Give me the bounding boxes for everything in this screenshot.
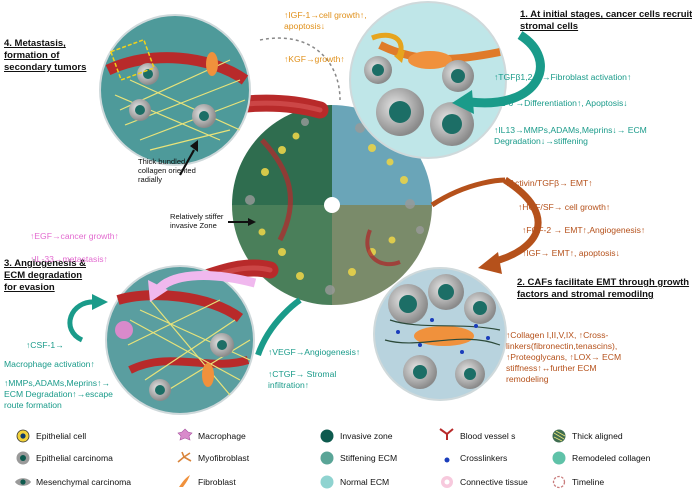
stage4-title-line2: formation of (4, 50, 60, 61)
collagen-label-line1: ↑Collagen I,II,V,IX, ↑Cross- (506, 330, 609, 340)
thick-collagen-note-line1: Thick bundled (138, 157, 186, 166)
il33-label: ↑IL-33→metastasis↑ (30, 254, 108, 264)
tgf-label: ↑TGFβ1,2,3 →Fibroblast activation↑ (494, 72, 632, 82)
legend-label-normal-ecm: Normal ECM (340, 477, 390, 487)
stage4-title-line1: 4. Metastasis, (4, 38, 66, 49)
collagen-label-line4: stiffness↑↔further ECM (506, 363, 597, 373)
invasive-zone-icon (320, 429, 334, 443)
stage1-title: 1. At initial stages, cancer cells recru… (520, 9, 692, 33)
timeline-icon (552, 475, 566, 489)
legend-label-epithelial-carcinoma: Epithelial carcinoma (36, 453, 113, 463)
collagen-label-line2: linkers(fibronectin,tenascins), (506, 341, 618, 351)
egf-label: ↑EGF→cancer growth↑ (30, 231, 119, 241)
stage4-circle (99, 14, 251, 166)
connective-tissue-icon (441, 476, 453, 488)
mmps-label-line2: ECM Degradation↑→escape (4, 389, 113, 399)
blood-vessel-icon (439, 428, 454, 440)
stage4-title: 4. Metastasis, formation of secondary tu… (4, 38, 86, 74)
fgf2-label: ↑FGF-2 → EMT↑,Angiogenesis↑ (522, 225, 646, 235)
stage3-title: 3. Angiogenesis & ECM degradation for ev… (4, 258, 86, 294)
stage1-circle (349, 1, 507, 159)
stage3-title-line2: ECM degradation (4, 270, 83, 281)
igf1-label-line2: apoptosis↓ (284, 21, 326, 31)
stage1-title-line1: 1. At initial stages, cancer cells recru… (520, 9, 692, 20)
stage3-circle (105, 265, 255, 415)
crosslinkers-icon (444, 457, 450, 463)
normal-ecm-icon (320, 475, 334, 489)
legend-label-invasive-zone: Invasive zone (340, 431, 393, 441)
remodeled-collagen-icon (552, 451, 566, 465)
legend-label-remodeled-collagen: Remodeled collagen (572, 453, 651, 463)
stiffer-zone-note-line1: Relatively stiffer (170, 212, 224, 221)
stage4-title-line3: secondary tumors (4, 62, 87, 73)
macrophage-activation-label: Macrophage activation↑ (4, 359, 95, 369)
hgf-label: ↑HGF/SF→ cell growth↑ (518, 202, 611, 212)
stage1-arrow (469, 31, 545, 108)
igf-label: ↑IGF→ EMT↑, apoptosis↓ (522, 248, 620, 258)
igf1-label-line1: ↑IGF-1→cell growth↑, (284, 10, 367, 20)
mesenchymal-carcinoma-icon (15, 478, 31, 486)
legend-label-stiffening-ecm: Stiffening ECM (340, 453, 398, 463)
thick-collagen-note-line3: radially (138, 175, 163, 184)
fibroblast-icon (179, 475, 190, 487)
stiffening-ecm-icon (320, 451, 334, 465)
il6-label: ↑IL-6 →Differentiation↑, Apoptosis↓ (494, 98, 628, 108)
epithelial-carcinoma-icon (16, 451, 30, 465)
vegf-label: ↑VEGF→Angiogenesis↑ (268, 347, 361, 357)
legend-label-macrophage: Macrophage (198, 431, 246, 441)
ctgf-label: ↑CTGF→ Stromal infiltration↑ (268, 369, 336, 391)
igf1-label: ↑IGF-1→cell growth↑, apoptosis↓ (284, 10, 367, 32)
kgf-label: ↑KGF→growth↑ (284, 54, 345, 64)
stage1-title-line2: stromal cells (520, 21, 579, 32)
thick-collagen-note-line2: collagen oriented (138, 166, 196, 175)
legend-label-crosslinkers: Crosslinkers (460, 453, 508, 463)
stage2-title-line2: factors and stromal remodilng (517, 289, 654, 300)
il13-label: ↑IL13→MMPs,ADAMs,Meprins↓→ ECM Degradati… (494, 125, 647, 147)
stage3-arrow (154, 271, 257, 294)
il13-label-line1: ↑IL13→MMPs,ADAMs,Meprins↓→ ECM (494, 125, 647, 135)
csf1-label: ↑CSF-1→ (26, 340, 64, 350)
legend-label-connective-tissue: Connective tissue (460, 477, 528, 487)
legend: Epithelial cell Macrophage Invasive zone… (0, 423, 666, 501)
macrophage-icon (177, 428, 193, 441)
stage2-circle (373, 267, 507, 401)
stage3-title-line3: for evasion (4, 282, 55, 293)
collagen-label-line5: remodeling (506, 374, 549, 384)
myofibroblast-icon (177, 451, 192, 463)
stage2-arrow (491, 177, 542, 266)
thick-collagen-note: Thick bundled collagen oriented radially (138, 157, 196, 184)
legend-label-fibroblast: Fibroblast (198, 477, 236, 487)
central-tumor (232, 105, 432, 305)
thick-aligned-icon (552, 429, 566, 443)
stiffer-zone-note-line2: invasive Zone (170, 221, 217, 230)
mmps-label: ↑MMPs,ADAMs,Meprins↑→ ECM Degradation↑→e… (4, 378, 113, 411)
ctgf-label-line1: ↑CTGF→ Stromal (268, 369, 337, 379)
activin-label: ↑Activin/TGFβ→ EMT↑ (505, 178, 593, 188)
mmps-label-line1: ↑MMPs,ADAMs,Meprins↑→ (4, 378, 110, 388)
mmps-label-line3: route formation (4, 400, 62, 410)
diagram-graphics (67, 1, 545, 415)
stage2-title-line1: 2. CAFs facilitate EMT through growth (517, 277, 690, 288)
legend-label-myofibroblast: Myofibroblast (198, 453, 250, 463)
legend-label-mesenchymal-carcinoma: Mesenchymal carcinoma (36, 477, 132, 487)
legend-label-thick-aligned: Thick aligned (572, 431, 623, 441)
il13-label-line2: Degradation↓→stiffening (494, 136, 588, 146)
epithelial-cell-icon (16, 429, 30, 443)
legend-label-blood-vessel: Blood vessel s (460, 431, 516, 441)
stage3-title-line1: 3. Angiogenesis & (4, 258, 86, 269)
stiffer-zone-note: Relatively stiffer invasive Zone (170, 212, 223, 230)
collagen-label: ↑Collagen I,II,V,IX, ↑Cross- linkers(fib… (506, 330, 621, 385)
collagen-label-line3: ↑Proteoglycans, ↑LOX→ ECM (506, 352, 622, 362)
ctgf-label-line2: infiltration↑ (268, 380, 310, 390)
stage2-title: 2. CAFs facilitate EMT through growth fa… (517, 277, 689, 301)
legend-label-epithelial-cell: Epithelial cell (36, 431, 87, 441)
legend-label-timeline: Timeline (572, 477, 605, 487)
